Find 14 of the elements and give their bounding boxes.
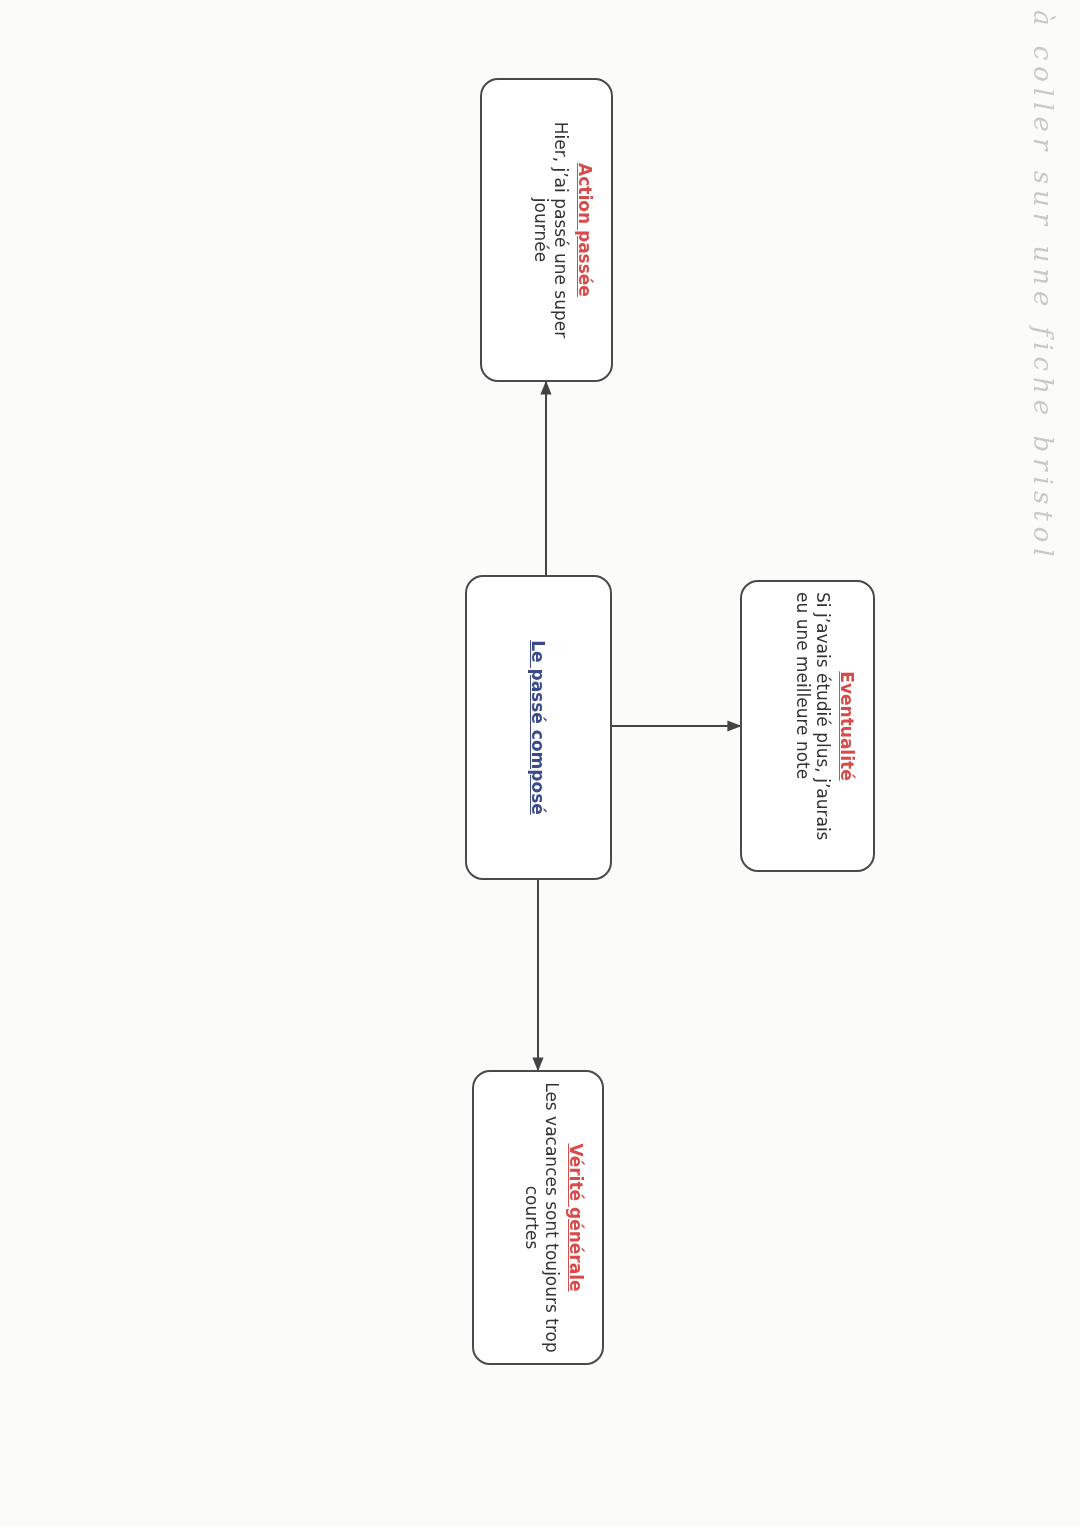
rounded-box [740, 580, 875, 872]
example-sentence: Les vacances sont toujours trop courtes [521, 1082, 562, 1353]
box-heading: Action passée [575, 163, 595, 297]
arrow [532, 879, 544, 1072]
rounded-box [465, 575, 612, 880]
box-heading: Eventualité [837, 671, 857, 781]
box-heading: Le passé composé [528, 640, 549, 815]
box-heading: Vérité générale [566, 1143, 586, 1292]
example-sentence: Si j’avais étudié plus, j’aurais eu une meilleure note [792, 592, 833, 843]
rounded-box [480, 78, 613, 382]
arrow [540, 380, 552, 576]
example-sentence: Hier, j’ai passé une super journée [530, 120, 571, 341]
rounded-box [472, 1070, 604, 1365]
arrow [611, 720, 742, 732]
